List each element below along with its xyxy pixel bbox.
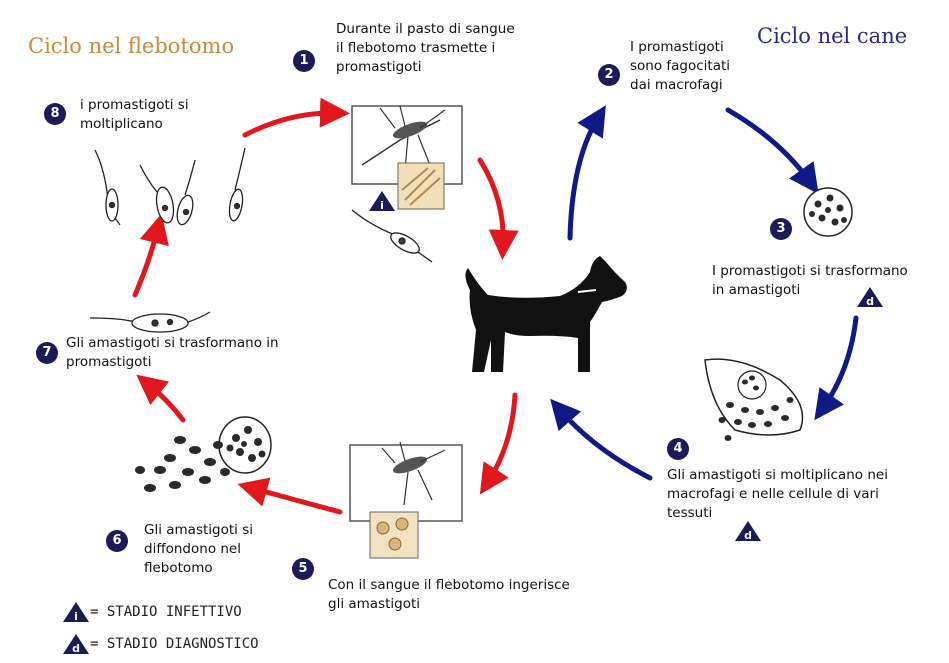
step-5-text: Con il sangue il flebotomo ingerisce gli…	[328, 576, 570, 614]
sandfly-cycle-title: Ciclo nel flebotomo	[28, 34, 234, 58]
dog-cycle-title: Ciclo nel cane	[757, 24, 907, 48]
arrow-2-to-3	[728, 110, 810, 182]
diagnostic-stage-icon: d	[856, 286, 884, 308]
step-7-text: Gli amastigoti si trasformano in promast…	[66, 334, 279, 372]
legend-infective-label: = STADIO INFETTIVO	[90, 604, 242, 620]
arrow-5-to-6	[252, 488, 340, 512]
svg-text:d: d	[866, 295, 874, 308]
svg-text:i: i	[74, 610, 78, 623]
arrow-4-to-dog	[560, 410, 650, 478]
step-5-badge: 5	[292, 558, 314, 580]
arrow-7-to-8	[135, 228, 158, 295]
step-1-text: Durante il pasto di sangue il flebotomo …	[336, 20, 515, 77]
step-1-badge: 1	[293, 50, 315, 72]
arrow-3-to-4	[823, 318, 856, 408]
arrow-dog-to-2	[570, 118, 598, 238]
step-4-text: Gli amastigoti si moltiplicano nei macro…	[667, 466, 888, 523]
macrophage-illustration	[804, 188, 852, 236]
dog-silhouette	[465, 256, 626, 372]
legend-infective-icon: i	[62, 601, 90, 623]
infected-cell-illustration	[705, 359, 803, 441]
legend-diagnostic-icon: d	[62, 633, 90, 655]
step-2-text: I promastigoti sono fagocitati dai macro…	[630, 38, 730, 95]
step-6-text: Gli amastigoti si diffondono nel fleboto…	[144, 521, 253, 578]
step-2-badge: 2	[598, 64, 620, 86]
step-4-badge: 4	[667, 438, 689, 460]
step-3-badge: 3	[770, 218, 792, 240]
legend-diagnostic-label: = STADIO DIAGNOSTICO	[90, 636, 259, 652]
promastigote-illustration	[352, 210, 432, 262]
diagnostic-stage-icon: d	[734, 520, 762, 542]
svg-text:d: d	[72, 642, 80, 655]
arrow-dog-to-5	[488, 395, 515, 482]
svg-text:i: i	[380, 199, 384, 212]
step-7-badge: 7	[36, 342, 58, 364]
amastigotes-spreading-illustration	[135, 417, 271, 492]
sandfly-ingest-illustration	[350, 442, 462, 558]
infective-stage-icon: i	[368, 190, 396, 212]
step-8-badge: 8	[44, 103, 66, 125]
step-6-badge: 6	[106, 530, 128, 552]
arrow-1-to-dog	[480, 160, 503, 245]
arrow-6-to-7	[148, 384, 183, 420]
promastigotes-multiplying-illustration	[95, 148, 245, 226]
arrow-8-to-1	[245, 113, 335, 135]
svg-text:d: d	[744, 529, 752, 542]
transforming-cell-illustration	[90, 312, 210, 332]
step-8-text: i promastigoti si moltiplicano	[80, 96, 189, 134]
